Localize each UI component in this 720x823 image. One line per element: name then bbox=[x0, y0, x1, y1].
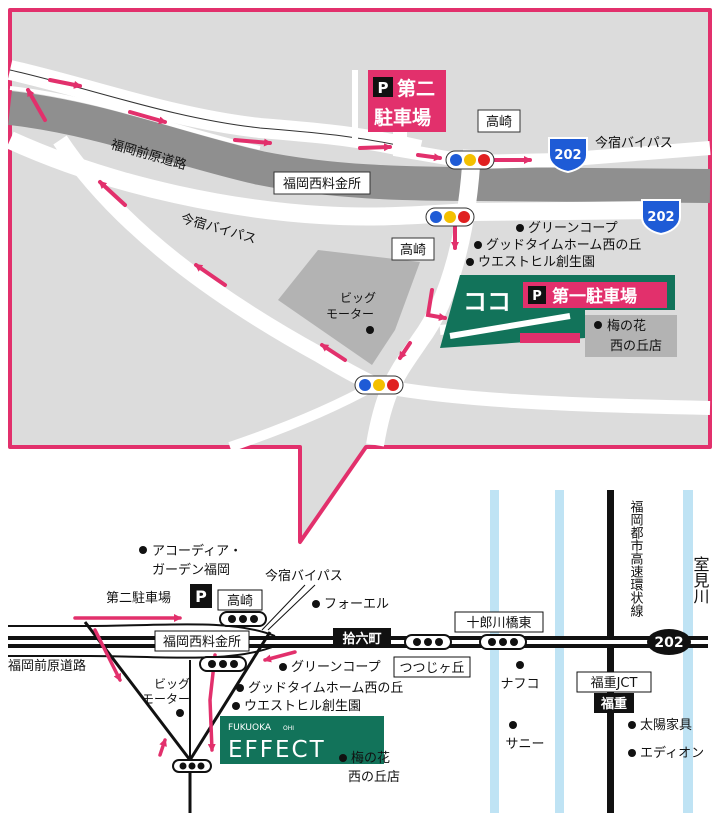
main-edion: エディオン bbox=[640, 745, 704, 761]
main-fukushige: 福重 bbox=[600, 696, 627, 712]
main-expressway-label: 福岡都市高速環状線 bbox=[628, 500, 644, 617]
main-toll: 福岡西料金所 bbox=[163, 634, 241, 650]
effect-logo: FUKUOKA OHI EFFECT bbox=[220, 716, 384, 764]
river-mid bbox=[555, 490, 564, 813]
main-nafuko: ナフコ bbox=[500, 677, 539, 692]
main-signal-takasaki bbox=[219, 611, 267, 627]
city-expressway bbox=[607, 490, 614, 813]
main-acordia-2: ガーデン福岡 bbox=[152, 562, 230, 578]
inset-parking2-line2: 駐車場 bbox=[374, 106, 431, 129]
main-umenohana-1: 梅の花 bbox=[351, 750, 390, 766]
main-sunny: サニー bbox=[505, 737, 544, 752]
main-green-coop: グリーンコープ bbox=[291, 660, 381, 675]
inset-signal-mid bbox=[425, 207, 475, 227]
inset-umenohana-2: 西の丘店 bbox=[610, 339, 662, 354]
inset-parking1-label: 第一駐車場 bbox=[552, 286, 637, 307]
main-signal-juroku bbox=[404, 634, 452, 650]
inset-route-shield-1: 202 bbox=[548, 137, 588, 174]
main-parking2-p: P bbox=[195, 587, 207, 606]
main-west-hill: ウエストヒル創生園 bbox=[244, 699, 361, 714]
inset-parking1-area: ココ P 第一駐車場 bbox=[440, 275, 675, 348]
svg-text:202: 202 bbox=[554, 148, 581, 163]
inset-imajuku-bypass-right: 今宿バイパス bbox=[595, 135, 673, 151]
svg-text:EFFECT: EFFECT bbox=[228, 737, 326, 763]
main-route-shield: 202 bbox=[647, 629, 691, 655]
main-big-motor-2: モーター bbox=[142, 692, 190, 706]
main-imajuku-bypass: 今宿バイパス bbox=[265, 568, 343, 584]
inset-umenohana-1: 梅の花 bbox=[607, 318, 646, 334]
river-right bbox=[683, 490, 693, 813]
main-taiyo: 太陽家具 bbox=[640, 717, 692, 733]
inset-koko: ココ bbox=[463, 288, 511, 316]
inset-big-motor-block bbox=[278, 250, 420, 365]
main-parking2-label: 第二駐車場 bbox=[106, 591, 171, 606]
main-tsutsujigaoka: つつじヶ丘 bbox=[399, 661, 464, 676]
main-forel: フォーエル bbox=[324, 597, 389, 612]
main-fukushige-jct: 福重JCT bbox=[591, 675, 638, 691]
main-takasaki: 高崎 bbox=[227, 593, 253, 609]
main-signal-jurogawa bbox=[479, 634, 527, 650]
main-umenohana-2: 西の丘店 bbox=[348, 770, 400, 785]
main-big-motor-1: ビッグ bbox=[154, 677, 190, 691]
inset-green-coop: グリーンコープ bbox=[528, 221, 618, 236]
inset-takasaki-mid: 高崎 bbox=[400, 242, 426, 258]
inset-big-motor-1: ビッグ bbox=[340, 291, 376, 305]
inset-parking2-p: P bbox=[378, 79, 389, 97]
inset-west-hill: ウエストヒル創生園 bbox=[478, 255, 595, 270]
main-acordia-1: アコーディア・ bbox=[152, 543, 242, 559]
inset-big-motor-2: モーター bbox=[326, 307, 374, 321]
svg-text:FUKUOKA: FUKUOKA bbox=[228, 723, 272, 733]
main-signal-toll bbox=[199, 656, 247, 672]
inset-parking2-sign: P 第二 駐車場 bbox=[368, 70, 446, 132]
inset-good-time: グッドタイムホーム西の丘 bbox=[486, 238, 641, 253]
main-good-time: グッドタイムホーム西の丘 bbox=[248, 681, 403, 696]
main-signal-bottom bbox=[172, 759, 212, 773]
inset-route-shield-2: 202 bbox=[641, 199, 681, 236]
svg-text:OHI: OHI bbox=[283, 725, 294, 732]
inset-signal-top bbox=[445, 150, 495, 170]
main-muromi-label: 室見川 bbox=[691, 556, 710, 604]
inset-parking2-line1: 第二 bbox=[397, 77, 435, 100]
main-jurogawa: 十郎川橋東 bbox=[466, 615, 531, 631]
svg-text:P: P bbox=[532, 289, 542, 304]
inset-route-arrows bbox=[26, 78, 532, 362]
svg-text:202: 202 bbox=[647, 210, 674, 225]
river-left bbox=[490, 490, 499, 813]
main-juroku: 拾六町 bbox=[342, 631, 381, 647]
inset-takasaki-top: 高崎 bbox=[486, 114, 512, 130]
main-maebaru: 福岡前原道路 bbox=[8, 658, 86, 674]
inset-toll-gate: 福岡西料金所 bbox=[283, 176, 361, 192]
svg-text:202: 202 bbox=[654, 635, 683, 651]
inset-signal-bottom bbox=[354, 375, 404, 395]
